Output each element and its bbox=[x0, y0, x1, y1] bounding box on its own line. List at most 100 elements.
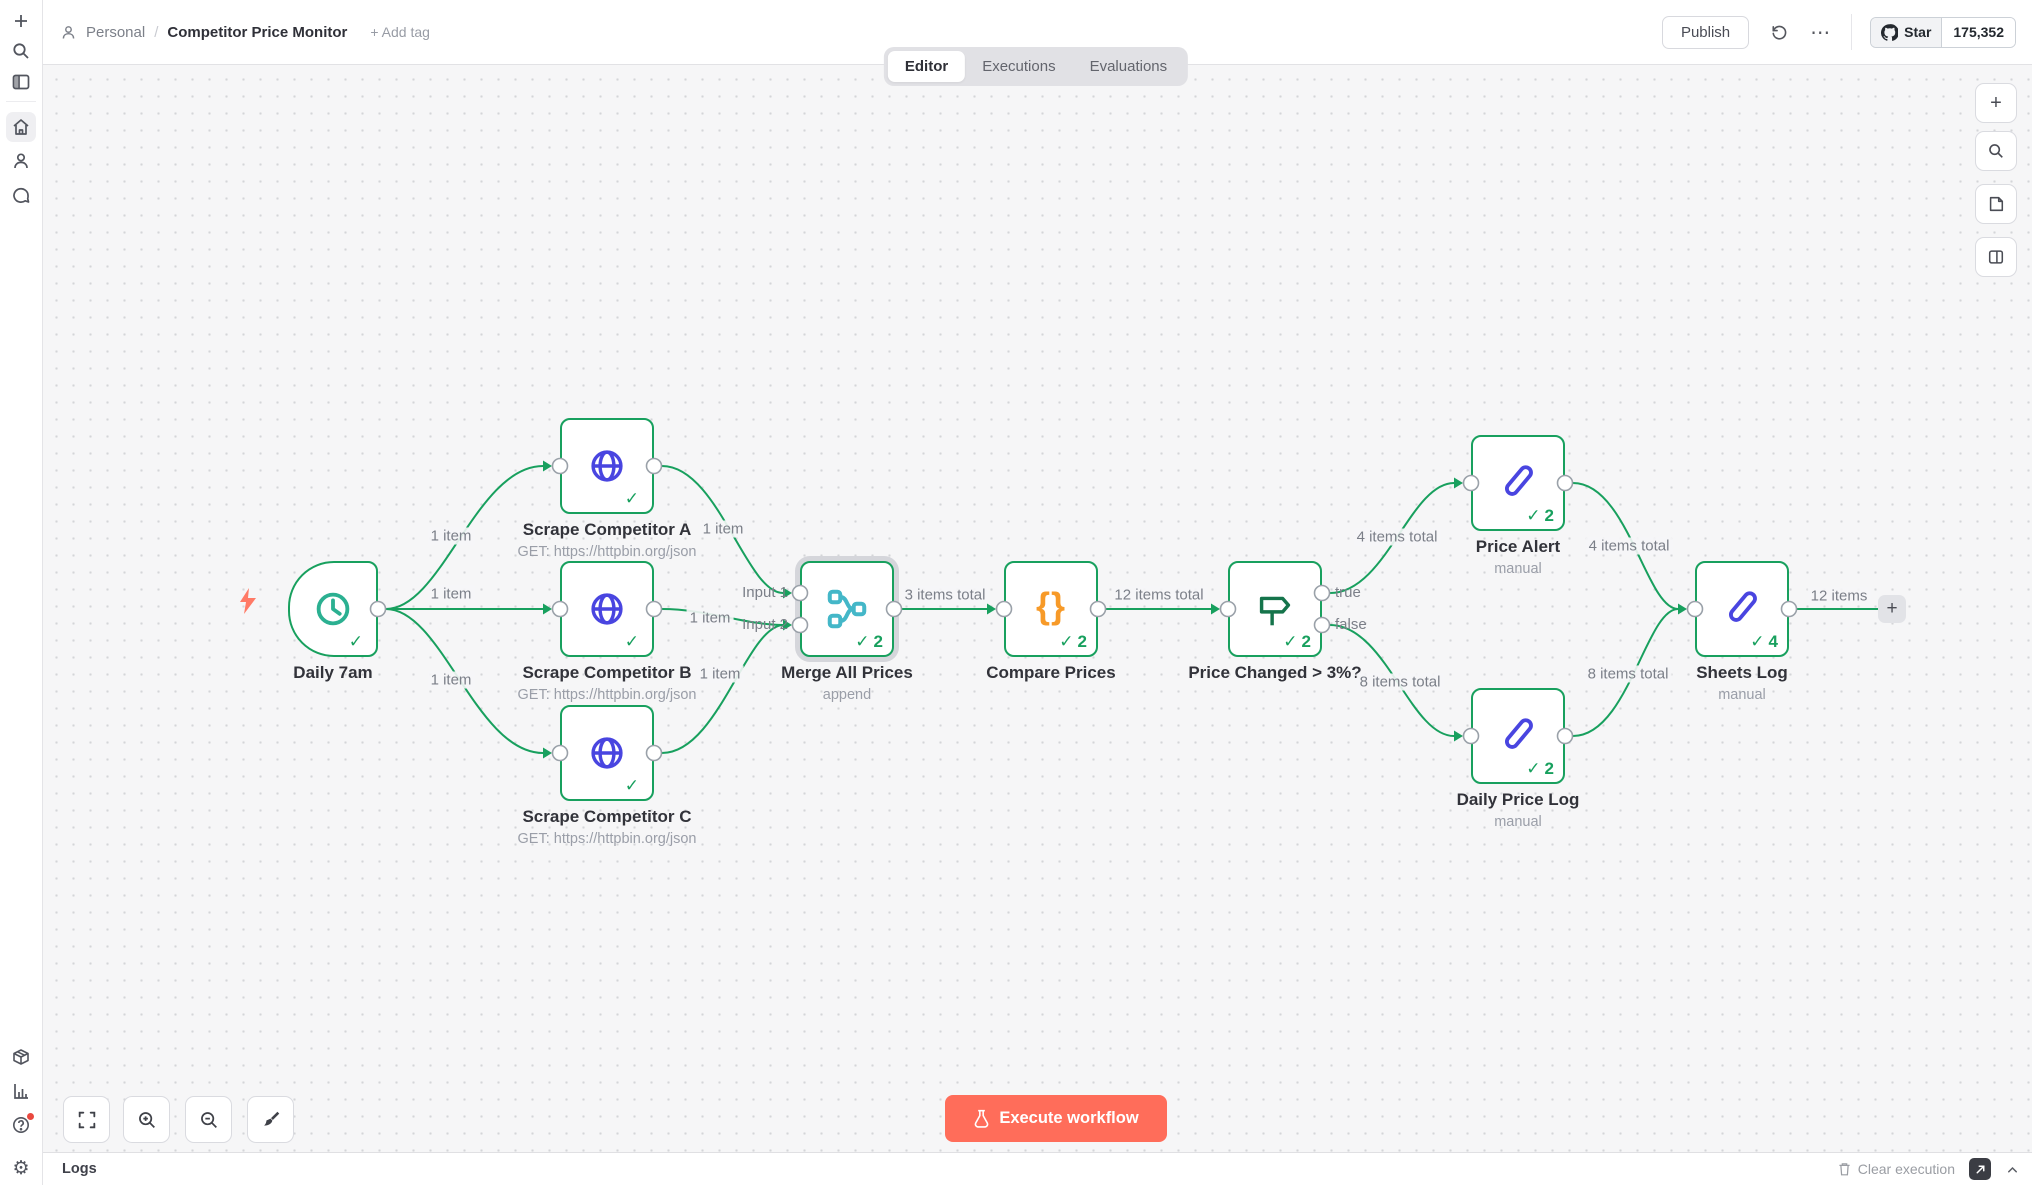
node-daily-7am[interactable]: ✓ bbox=[288, 561, 378, 657]
more-options-icon[interactable]: ⋯ bbox=[1810, 21, 1832, 44]
node-sheets-log[interactable]: ✓4 bbox=[1695, 561, 1789, 657]
execute-workflow-label: Execute workflow bbox=[999, 1109, 1139, 1127]
tab-executions[interactable]: Executions bbox=[982, 58, 1056, 75]
github-star-label: Star bbox=[1904, 24, 1932, 40]
view-tabs: Editor Executions Evaluations bbox=[883, 47, 1189, 86]
zoom-out-button[interactable] bbox=[185, 1096, 232, 1143]
node-label: Price Changed > 3%? bbox=[1188, 663, 1362, 682]
add-node-button[interactable]: + bbox=[1975, 83, 2017, 123]
node-label: Daily 7am bbox=[293, 663, 373, 682]
edge-label: 1 item bbox=[699, 520, 747, 538]
edge-label: 1 item bbox=[696, 665, 744, 683]
header-actions: Publish ⋯ Star 175,352 bbox=[1661, 14, 2016, 50]
github-octocat-icon bbox=[1881, 23, 1899, 41]
edge-label: 12 items bbox=[1807, 587, 1871, 605]
tab-editor[interactable]: Editor bbox=[887, 51, 966, 82]
chat-icon[interactable] bbox=[11, 186, 31, 206]
edge-label: 4 items total bbox=[1585, 537, 1673, 555]
breadcrumb-project[interactable]: Personal bbox=[86, 23, 146, 41]
trigger-bolt-icon bbox=[238, 587, 258, 615]
insights-chart-icon[interactable] bbox=[11, 1081, 31, 1101]
workflow-canvas[interactable]: ✓ ✓ ✓ ✓ ✓2 {} ✓2 ✓2 ✓2 bbox=[42, 64, 2032, 1153]
logs-bar[interactable]: Logs Clear execution bbox=[42, 1152, 2032, 1185]
settings-gear-icon[interactable]: ⚙ bbox=[12, 1157, 30, 1179]
left-sidebar: ⚙ bbox=[0, 0, 43, 1185]
help-icon[interactable] bbox=[11, 1115, 31, 1135]
open-window-icon bbox=[1976, 1165, 1984, 1173]
pop-out-button[interactable] bbox=[1969, 1158, 1991, 1180]
merge-input1-label: Input 1 bbox=[742, 584, 788, 601]
edge-label: 8 items total bbox=[1584, 665, 1672, 683]
panel-toggle-button[interactable] bbox=[1975, 237, 2017, 277]
success-check-icon: ✓2 bbox=[1283, 632, 1311, 651]
search-icon[interactable] bbox=[11, 41, 31, 61]
collapse-chevron-icon[interactable] bbox=[2005, 1162, 2020, 1177]
success-check-icon: ✓2 bbox=[1526, 506, 1554, 525]
sidebar-divider bbox=[6, 101, 36, 102]
github-star-count: 175,352 bbox=[1941, 17, 2015, 47]
tidy-up-button[interactable] bbox=[247, 1096, 294, 1143]
node-scrape-competitor-c[interactable]: ✓ bbox=[560, 705, 654, 801]
history-icon[interactable] bbox=[1767, 21, 1790, 44]
breadcrumb: Personal / Competitor Price Monitor + Ad… bbox=[60, 24, 430, 41]
breadcrumb-separator: / bbox=[154, 23, 159, 41]
sidebar-toggle-icon[interactable] bbox=[11, 72, 31, 92]
header-divider bbox=[1851, 14, 1853, 50]
user-icon[interactable] bbox=[11, 151, 31, 171]
success-check-icon: ✓ bbox=[624, 489, 639, 508]
clear-execution-button[interactable]: Clear execution bbox=[1837, 1161, 1955, 1177]
edge-label: 8 items total bbox=[1356, 673, 1444, 691]
if-false-label: false bbox=[1335, 616, 1367, 633]
edge-label: 4 items total bbox=[1353, 528, 1441, 546]
flask-icon bbox=[974, 1109, 989, 1128]
notification-dot bbox=[27, 1113, 34, 1120]
project-user-icon bbox=[62, 25, 75, 39]
edge-label: 1 item bbox=[427, 585, 475, 603]
sticky-note-button[interactable] bbox=[1975, 184, 2017, 224]
add-workflow-icon[interactable] bbox=[11, 11, 31, 31]
node-merge-all-prices[interactable]: ✓2 bbox=[800, 561, 894, 657]
success-check-icon: ✓ bbox=[624, 776, 639, 795]
code-braces-icon: {} bbox=[1035, 585, 1067, 626]
success-check-icon: ✓2 bbox=[1526, 759, 1554, 778]
node-daily-price-log[interactable]: ✓2 bbox=[1471, 688, 1565, 784]
add-tag-button[interactable]: + Add tag bbox=[370, 24, 430, 40]
node-compare-prices[interactable]: {} ✓2 bbox=[1004, 561, 1098, 657]
merge-input2-label: Input 2 bbox=[742, 616, 788, 633]
home-icon[interactable] bbox=[11, 117, 31, 137]
canvas-search-button[interactable] bbox=[1975, 131, 2017, 171]
github-star-widget[interactable]: Star 175,352 bbox=[1870, 16, 2016, 48]
node-label: Compare Prices bbox=[986, 663, 1116, 682]
execute-workflow-button[interactable]: Execute workflow bbox=[945, 1095, 1167, 1142]
success-check-icon: ✓2 bbox=[855, 632, 883, 651]
templates-package-icon[interactable] bbox=[11, 1047, 31, 1067]
node-scrape-competitor-a[interactable]: ✓ bbox=[560, 418, 654, 514]
zoom-in-button[interactable] bbox=[123, 1096, 170, 1143]
success-check-icon: ✓4 bbox=[1750, 632, 1778, 651]
node-price-changed[interactable]: ✓2 bbox=[1228, 561, 1322, 657]
success-check-icon: ✓ bbox=[348, 632, 363, 651]
tab-evaluations[interactable]: Evaluations bbox=[1089, 58, 1168, 75]
fit-view-button[interactable] bbox=[63, 1096, 110, 1143]
sidebar-active-highlight bbox=[6, 112, 36, 142]
success-check-icon: ✓ bbox=[624, 632, 639, 651]
logs-title[interactable]: Logs bbox=[62, 1161, 97, 1177]
add-node-endpoint[interactable]: + bbox=[1878, 595, 1906, 623]
node-scrape-competitor-b[interactable]: ✓ bbox=[560, 561, 654, 657]
publish-button[interactable]: Publish bbox=[1661, 15, 1750, 49]
edge-label: 1 item bbox=[427, 527, 475, 545]
node-price-alert[interactable]: ✓2 bbox=[1471, 435, 1565, 531]
edge-label: 3 items total bbox=[901, 586, 989, 604]
workflow-title[interactable]: Competitor Price Monitor bbox=[167, 23, 348, 41]
success-check-icon: ✓2 bbox=[1059, 632, 1087, 651]
edge-label: 12 items total bbox=[1111, 586, 1207, 604]
edge-label: 1 item bbox=[427, 671, 475, 689]
